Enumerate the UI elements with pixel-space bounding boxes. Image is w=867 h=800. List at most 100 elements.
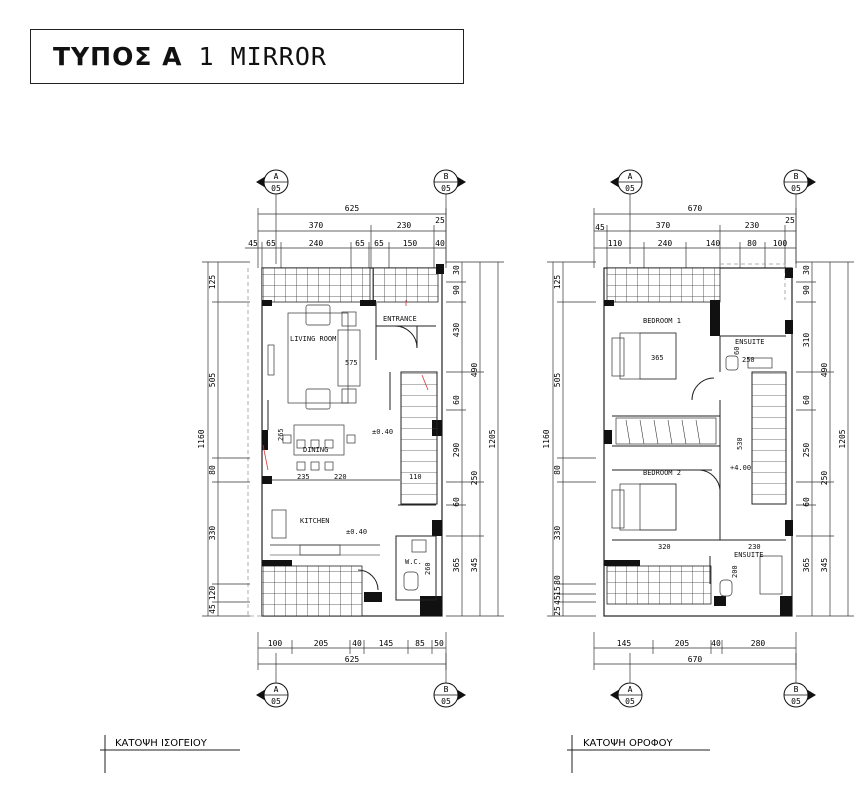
upper-top-detail-6: 100 xyxy=(773,239,788,248)
ground-left-dim-3: 80 xyxy=(208,465,217,475)
ground-top-total: 625 xyxy=(345,204,360,213)
ground-right-outer: 1205 xyxy=(488,429,497,448)
upper-section-marker-1: A05 xyxy=(610,169,643,264)
ground-right-dim-3: 430 xyxy=(452,323,461,338)
ground-section-marker-4: B 05 xyxy=(433,653,466,708)
upper-top-mid-2: 230 xyxy=(745,221,760,230)
ground-pergola-north xyxy=(261,267,371,303)
ground-top-detail-2: 65 xyxy=(266,239,276,248)
upper-interior-dim-6: 200 xyxy=(731,565,739,578)
upper-left-outer: 1160 xyxy=(542,429,551,448)
upper-top-detail-4: 140 xyxy=(706,239,721,248)
ground-right-mid-3: 345 xyxy=(470,558,479,573)
ground-interior-dim-6: 260 xyxy=(424,562,432,575)
upper-floor-plan: 670 370 230 25 45 110 240 140 80 100 xyxy=(542,204,854,670)
upper-section-sheet-3: 05 xyxy=(625,697,635,706)
upper-interior-dim-5: 230 xyxy=(748,543,761,551)
upper-right-mid-1: 490 xyxy=(820,363,829,378)
ground-bottom-dim-6: 50 xyxy=(434,639,444,648)
upper-pergola-north xyxy=(606,267,721,303)
upper-right-outer: 1205 xyxy=(838,429,847,448)
ground-section-sheet-3: 05 xyxy=(271,697,281,706)
ground-room-dining: DINING xyxy=(303,446,328,454)
ground-left-outer: 1160 xyxy=(197,429,206,448)
upper-section-marker-3: A 05 xyxy=(610,653,643,708)
upper-section-letter-3: A xyxy=(628,685,633,694)
ground-section-sheet-1: 05 xyxy=(271,184,281,193)
ground-interior-dim-4: 220 xyxy=(334,473,347,481)
upper-left-dim-8: 25 xyxy=(553,606,562,616)
ground-interior-dim-1: 575 xyxy=(345,359,358,367)
upper-top-detail-2: 110 xyxy=(608,239,623,248)
ground-section-marker-1: A05 xyxy=(256,169,289,264)
ground-top-mid-3: 25 xyxy=(435,216,445,225)
ground-section-letter-2: B xyxy=(444,172,449,181)
upper-right-dim-6: 60 xyxy=(802,497,811,507)
ground-section-letter-4: B xyxy=(444,685,449,694)
ground-right-dim-6: 60 xyxy=(452,497,461,507)
ground-pergola-south xyxy=(261,565,363,617)
drawing-title: ΤΥΠΟΣ Α 1 MIRROR xyxy=(53,42,327,71)
ground-bottom-total: 625 xyxy=(345,655,360,664)
upper-section-sheet-4: 05 xyxy=(791,697,801,706)
ground-top-mid-2: 230 xyxy=(397,221,412,230)
ground-room-entrance: ENTRANCE xyxy=(383,315,417,323)
upper-section-sheet-1: 05 xyxy=(625,184,635,193)
upper-walls xyxy=(604,268,793,616)
upper-top-mid-3: 25 xyxy=(785,216,795,225)
ground-top-detail-3: 240 xyxy=(309,239,324,248)
upper-right-dim-2: 90 xyxy=(802,285,811,295)
ground-section-sheet-2: 05 xyxy=(441,184,451,193)
upper-right-dim-5: 250 xyxy=(802,443,811,458)
ground-section-letter-3: A xyxy=(274,685,279,694)
ground-top-dimensions xyxy=(245,208,447,268)
ground-interior-dim-5: 110 xyxy=(409,473,422,481)
ground-right-dim-2: 90 xyxy=(452,285,461,295)
ground-level-1: ±0.40 xyxy=(372,428,393,436)
upper-left-dim-1: 125 xyxy=(553,275,562,290)
upper-section-sheet-2: 05 xyxy=(791,184,801,193)
ground-room-kitchen: KITCHEN xyxy=(300,517,330,525)
upper-right-dim-1: 30 xyxy=(802,265,811,275)
upper-bottom-dim-1: 145 xyxy=(617,639,632,648)
ground-top-detail-6: 150 xyxy=(403,239,418,248)
ground-right-dim-7: 365 xyxy=(452,558,461,573)
ground-bottom-dim-1: 100 xyxy=(268,639,283,648)
upper-right-dim-4: 60 xyxy=(802,395,811,405)
upper-bottom-dim-3: 40 xyxy=(711,639,721,648)
upper-interior-dim-3: 530 xyxy=(736,437,744,450)
upper-interior-dim-2: 250 xyxy=(742,356,755,364)
ground-right-mid-1: 490 xyxy=(470,363,479,378)
ground-section-marker-2: B 05 xyxy=(433,169,466,264)
ground-bottom-dim-3: 40 xyxy=(352,639,362,648)
title-suffix: 1 MIRROR xyxy=(198,42,327,71)
upper-bottom-dim-2: 205 xyxy=(675,639,690,648)
upper-room-ensuite-2: ENSUITE xyxy=(734,551,764,559)
title-box: ΤΥΠΟΣ Α 1 MIRROR xyxy=(30,29,464,84)
ground-bottom-dim-2: 205 xyxy=(314,639,329,648)
ground-right-dim-5: 290 xyxy=(452,443,461,458)
ground-interior-dim-2: 265 xyxy=(277,428,285,441)
upper-bottom-dim-4: 280 xyxy=(751,639,766,648)
ground-left-dim-5: 120 xyxy=(208,586,217,601)
upper-left-dim-7: 45 xyxy=(553,595,562,605)
upper-left-dim-3: 80 xyxy=(553,465,562,475)
upper-interior-dim-4: 320 xyxy=(658,543,671,551)
upper-room-ensuite-1: ENSUITE xyxy=(735,338,765,346)
ground-floor-plan: 625 370 230 25 45 65 240 65 65 150 40 xyxy=(197,204,504,670)
ground-left-dim-4: 330 xyxy=(208,526,217,541)
ground-section-sheet-4: 05 xyxy=(441,697,451,706)
upper-top-detail-1: 45 xyxy=(595,223,605,232)
upper-right-mid-3: 345 xyxy=(820,558,829,573)
ground-top-detail-1: 45 xyxy=(248,239,258,248)
upper-top-mid-1: 370 xyxy=(656,221,671,230)
upper-interior-dim-7: 60 xyxy=(733,347,741,355)
upper-right-dim-7: 365 xyxy=(802,558,811,573)
upper-section-marker-2: B05 xyxy=(783,169,816,264)
ground-bottom-dim-5: 85 xyxy=(415,639,425,648)
upper-right-mid-2: 250 xyxy=(820,471,829,486)
upper-top-detail-5: 80 xyxy=(747,239,757,248)
ground-pergola-entrance xyxy=(372,267,439,303)
